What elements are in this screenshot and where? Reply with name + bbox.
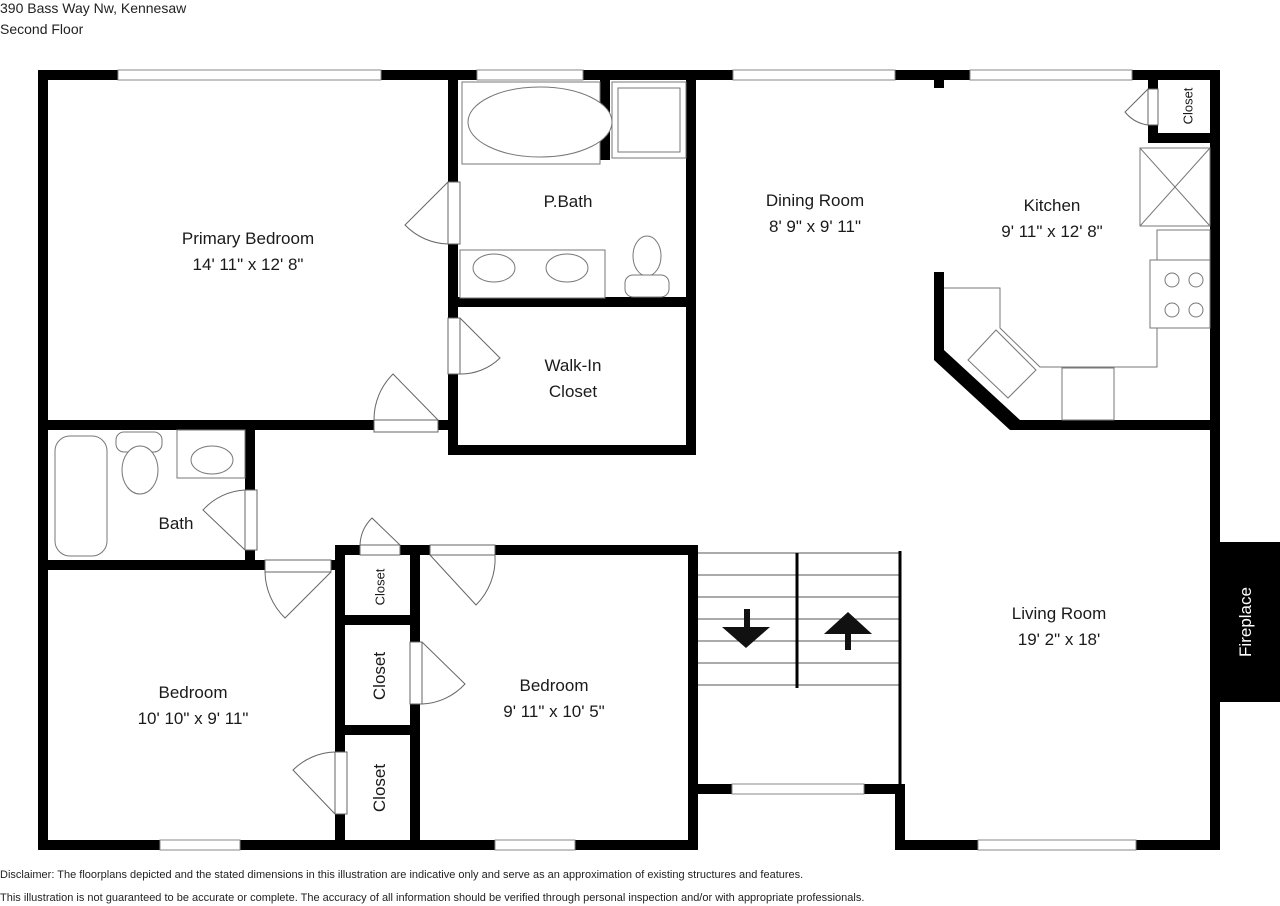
room-walk-in-closet: Walk-In Closet (545, 353, 602, 405)
room-dims: 8' 9" x 9' 11" (769, 217, 861, 236)
disclaimer-line-2: This illustration is not guaranteed to b… (0, 892, 865, 904)
room-dims: 9' 11" x 12' 8" (1001, 222, 1103, 241)
sink-icon (545, 253, 589, 283)
room-name: Bath (158, 514, 194, 533)
room-name: Bedroom (519, 676, 589, 695)
room-kitchen-closet: Closet (1180, 87, 1196, 125)
disclaimer-line-1: Disclaimer: The floorplans depicted and … (0, 869, 804, 881)
room-primary-bedroom: Primary Bedroom 14' 11" x 12' 8" (182, 226, 314, 278)
arrow-down-icon (744, 609, 750, 627)
room-dining-room: Dining Room 8' 9" x 9' 11" (766, 188, 864, 240)
property-address: 390 Bass Way Nw, Kennesaw (0, 0, 187, 16)
windows (117, 69, 1137, 851)
arrow-up-icon (845, 630, 851, 650)
stair-arrows (722, 609, 872, 650)
room-dims: 19' 2" x 18' (1017, 630, 1101, 649)
sink-icon (472, 253, 516, 283)
room-dims: 14' 11" x 12' 8" (192, 255, 304, 274)
room-name-2: Closet (548, 382, 598, 401)
room-dims: 10' 10" x 9' 11" (137, 709, 249, 728)
floor-label: Second Floor (0, 21, 84, 37)
room-bedroom-2: Bedroom 9' 11" x 10' 5" (503, 673, 604, 725)
bathtub-icon (54, 435, 108, 557)
toilet-icon (632, 235, 662, 277)
toilet-icon (121, 445, 159, 495)
room-p-bath: P.Bath (544, 189, 593, 215)
room-name: Walk-In (544, 356, 602, 375)
room-kitchen: Kitchen 9' 11" x 12' 8" (1001, 193, 1102, 245)
bathtub-icon (467, 86, 613, 158)
fixtures (54, 81, 1211, 557)
room-name: Living Room (1011, 604, 1107, 623)
room-bedroom-1: Bedroom 10' 10" x 9' 11" (138, 680, 249, 732)
room-name: Primary Bedroom (181, 229, 315, 248)
room-name: Kitchen (1023, 196, 1081, 215)
room-bath: Bath (159, 511, 194, 537)
room-closet-a: Closet (372, 568, 388, 606)
room-closet-c: Closet (370, 763, 389, 813)
room-name: Bedroom (158, 683, 228, 702)
fireplace-label: Fireplace (1236, 587, 1255, 657)
doors (202, 88, 1159, 815)
room-name: P.Bath (543, 192, 593, 211)
staircase (698, 551, 902, 784)
room-dims: 9' 11" x 10' 5" (503, 702, 605, 721)
room-name: Dining Room (765, 191, 865, 210)
room-living-room: Living Room 19' 2" x 18' (1012, 601, 1107, 653)
sink-icon (190, 445, 234, 475)
room-closet-b: Closet (370, 651, 389, 701)
